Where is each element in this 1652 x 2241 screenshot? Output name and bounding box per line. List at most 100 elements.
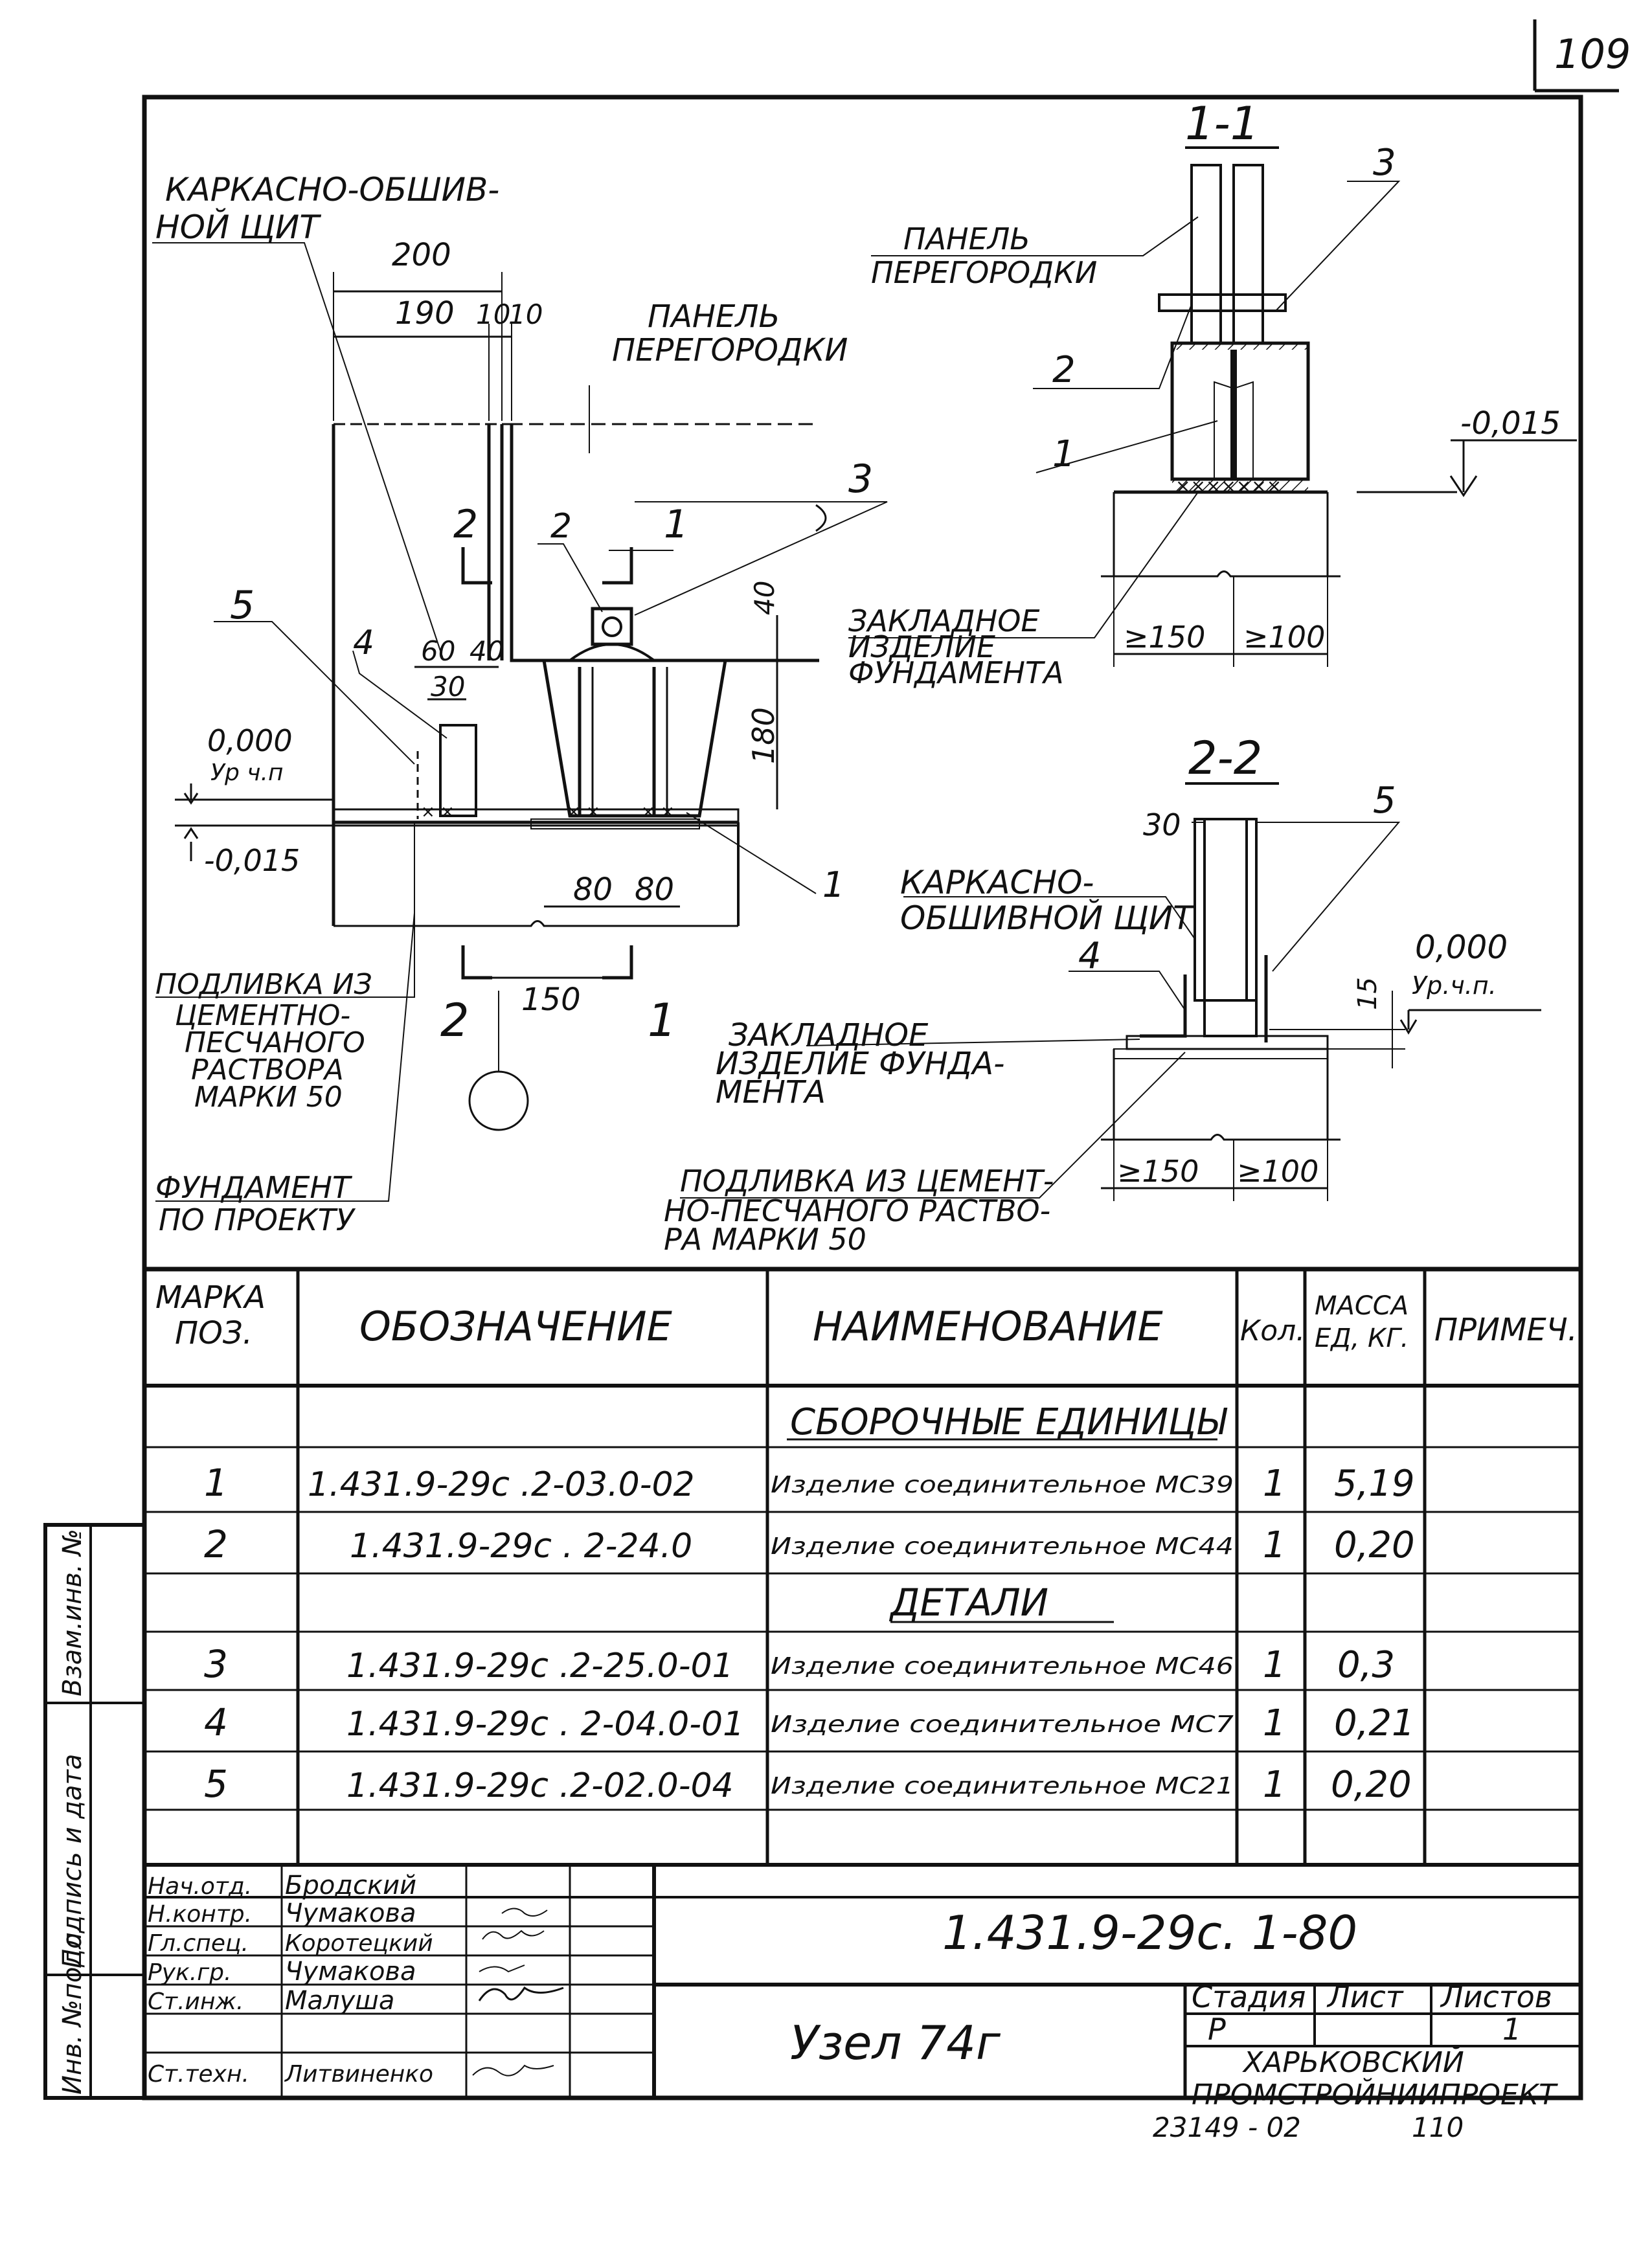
cell-qty: 1: [1263, 1644, 1286, 1686]
cell-mass: 0,20: [1331, 1764, 1412, 1806]
left-view: × × × × × ×: [152, 171, 888, 1237]
s2-dim-15: 15: [1353, 977, 1383, 1010]
left-frame-panel-label: КАРКАСНО-ОБШИВ-НОЙ ЩИТ: [155, 171, 499, 246]
stamp-inv-original: Инв. №подл.: [58, 1924, 87, 2095]
s2-level: 0,000: [1415, 929, 1508, 966]
th-qty: Кол.: [1240, 1314, 1305, 1347]
th-name: НАИМЕНОВАНИЕ: [813, 1303, 1163, 1350]
sig-role: Гл.спец.: [148, 1930, 249, 1957]
cut-1-top: 1: [664, 502, 688, 547]
sig-role: Нач.отд.: [148, 1873, 252, 1900]
cell-designation: 1.431.9-29c .2-02.0-04: [346, 1766, 734, 1805]
dim-200: 200: [392, 237, 451, 273]
sig-name: Чумакова: [285, 1898, 416, 1928]
sheets-value: 1: [1502, 2012, 1521, 2047]
dim-150: 150: [521, 982, 581, 1018]
sig-name: Литвиненко: [284, 2061, 433, 2088]
s2-dim-150: ≥150: [1117, 1154, 1199, 1189]
stage-value: Р: [1208, 2012, 1226, 2047]
group-assemblies: СБОРОЧНЫЕ ЕДИНИЦЫ: [790, 1401, 1227, 1443]
svg-text:× ×: × ×: [421, 802, 455, 822]
s2-dim-30: 30: [1143, 807, 1181, 842]
dim-30: 30: [431, 671, 465, 703]
doc-code: 1.431.9-29c. 1-80: [942, 1906, 1357, 1960]
s2-grout-label: ПОДЛИВКА ИЗ ЦЕМЕНТ-НО-ПЕСЧАНОГО РАСТВО-Р…: [664, 1164, 1054, 1257]
cell-pos: 2: [204, 1522, 228, 1566]
sig-role: Ст.инж.: [148, 1988, 243, 2015]
table-row: 4 1.431.9-29c . 2-04.0-01 Изделие соедин…: [204, 1700, 1415, 1744]
cell-pos: 5: [204, 1762, 228, 1806]
dim-10b: 10: [508, 298, 543, 330]
s1-pos-1: 1: [1052, 433, 1076, 475]
s1-pos-3: 3: [1373, 142, 1396, 184]
dim-40: 40: [470, 635, 504, 667]
bottom-number: 110: [1412, 2111, 1464, 2143]
section-2-2-title: 2-2: [1188, 732, 1262, 785]
s2-frame-label: КАРКАСНО-ОБШИВНОЙ ЩИТ: [900, 864, 1195, 937]
pos-3: 3: [848, 456, 873, 502]
s2-level-sub: Ур.ч.п.: [1412, 971, 1497, 1000]
section-1-1-title: 1-1: [1185, 97, 1259, 150]
sheets-header: Листов: [1440, 1979, 1552, 2014]
s1-level: -0,015: [1460, 405, 1561, 442]
th-designation: ОБОЗНАЧЕНИЕ: [359, 1303, 673, 1350]
drawing-title: Узел 74г: [790, 2016, 1001, 2070]
cell-pos: 3: [204, 1642, 228, 1686]
dim-180: 180: [746, 707, 781, 764]
cell-qty: 1: [1263, 1463, 1286, 1505]
sheet-frame: [142, 95, 1583, 2100]
svg-text:× ×: × ×: [567, 802, 600, 822]
pos-2: 2: [550, 507, 572, 546]
dim-60: 60: [421, 635, 455, 667]
dim-10a: 10: [476, 298, 510, 330]
cell-qty: 1: [1263, 1702, 1286, 1744]
cell-designation: 1.431.9-29c .2-03.0-02: [308, 1465, 695, 1504]
cut-2-top: 2: [453, 502, 478, 547]
sig-name: Бродский: [285, 1871, 416, 1900]
sig-name: Коротецкий: [285, 1930, 433, 1957]
handwritten-signatures: [472, 1908, 564, 2077]
level-0000: 0,000: [207, 723, 293, 758]
table-row: 3 1.431.9-29c .2-25.0-01 Изделие соедини…: [204, 1642, 1395, 1686]
stamp-signature-date: Подпись и дата: [58, 1754, 87, 1968]
cell-mass: 0,20: [1334, 1524, 1415, 1566]
th-note: ПРИМЕЧ.: [1434, 1312, 1578, 1348]
sig-name: Малуша: [285, 1986, 394, 2016]
s2-pos-5: 5: [1373, 780, 1396, 822]
page-number: 109: [1554, 30, 1631, 78]
pos-1: 1: [822, 864, 844, 905]
cell-name: Изделие соединительное МС21: [771, 1773, 1234, 1799]
stamp-replaces-inv: Взам.инв. №: [58, 1529, 87, 1696]
cell-pos: 1: [204, 1461, 228, 1505]
cell-qty: 1: [1263, 1764, 1286, 1806]
level-0000-sub: Ур ч.п: [210, 760, 283, 786]
sig-role: Рук.гр.: [148, 1959, 231, 1986]
svg-text:× ×: × ×: [641, 802, 675, 822]
sig-role: Н.контр.: [148, 1901, 252, 1928]
cell-designation: 1.431.9-29c . 2-24.0: [350, 1527, 692, 1566]
cell-mass: 5,19: [1334, 1463, 1415, 1505]
side-stamp: Инв. №подл. Подпись и дата Взам.инв. №: [43, 1523, 146, 2100]
cell-mass: 0,21: [1334, 1702, 1415, 1744]
s2-dim-100: ≥100: [1237, 1154, 1318, 1189]
level-minus-0015: -0,015: [204, 843, 300, 878]
cell-mass: 0,3: [1337, 1644, 1395, 1686]
sig-name: Чумакова: [285, 1957, 416, 1987]
sheet-header: Лист: [1326, 1979, 1404, 2014]
stage-header: Стадия: [1192, 1979, 1306, 2014]
dim-80b: 80: [635, 872, 674, 908]
s2-pos-4: 4: [1078, 935, 1102, 977]
archive-number: 23149 - 02: [1153, 2111, 1301, 2143]
s1-dim-100: ≥100: [1243, 620, 1325, 655]
cell-pos: 4: [204, 1700, 228, 1744]
sig-role: Ст.техн.: [148, 2061, 249, 2088]
